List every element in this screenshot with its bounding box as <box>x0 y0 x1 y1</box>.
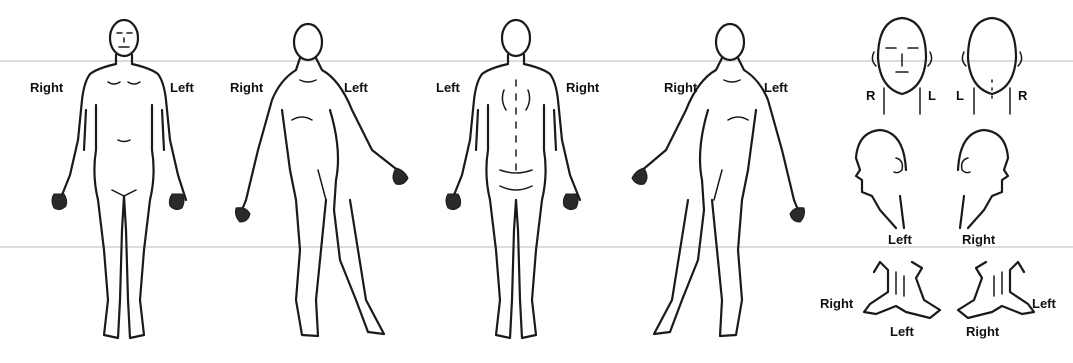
face-front-figure <box>872 18 931 114</box>
side2-right-label: Right <box>664 80 697 95</box>
front-body-details <box>108 82 140 196</box>
side1-head <box>294 24 322 60</box>
back-spine-details <box>500 80 532 190</box>
front-face <box>117 33 132 47</box>
side2-left-label: Left <box>764 80 788 95</box>
foot-2-details <box>994 272 1002 296</box>
head-left-ear <box>894 158 902 173</box>
foot-1-figure <box>864 262 940 318</box>
foot-2-figure <box>958 262 1034 318</box>
side1-hand-right <box>236 208 251 222</box>
back-hand-right <box>563 194 578 210</box>
face-front-r-label: R <box>866 88 875 103</box>
back-view-figure <box>446 20 580 338</box>
side2-hand-right <box>632 168 647 184</box>
head-left-profile-figure <box>856 130 906 228</box>
side2-body-details <box>714 80 748 200</box>
face-front-features <box>872 48 931 114</box>
front-hand-right <box>52 194 67 210</box>
head-right-outline <box>958 130 1008 228</box>
side2-hand-left <box>790 208 805 222</box>
head-right-profile-figure <box>958 130 1008 228</box>
foot1-left-label: Left <box>890 324 914 339</box>
foot2-right-label: Right <box>966 324 999 339</box>
foot2-left-label: Left <box>1032 296 1056 311</box>
face-back-figure <box>962 18 1021 114</box>
front-view-figure <box>52 20 186 338</box>
face-back-r-label: R <box>1018 88 1027 103</box>
foot-2-outline <box>958 262 1034 318</box>
side2-view-figure <box>632 24 805 336</box>
side2-head <box>716 24 744 60</box>
side2-body-outline <box>640 58 800 336</box>
front-hand-left <box>169 194 184 210</box>
front-right-label: Right <box>30 80 63 95</box>
side1-right-label: Right <box>230 80 263 95</box>
back-right-label: Right <box>566 80 599 95</box>
head-left-label: Left <box>888 232 912 247</box>
back-hand-left <box>446 194 461 210</box>
side1-body-details <box>292 80 326 200</box>
head-left-outline <box>856 130 906 228</box>
front-left-label: Left <box>170 80 194 95</box>
face-back-features <box>962 52 1021 114</box>
foot-1-outline <box>864 262 940 318</box>
foot-1-details <box>896 272 904 296</box>
side1-left-label: Left <box>344 80 368 95</box>
face-front-l-label: L <box>928 88 936 103</box>
head-right-label: Right <box>962 232 995 247</box>
front-body-outline <box>60 55 186 338</box>
face-back-l-label: L <box>956 88 964 103</box>
back-head <box>502 20 530 56</box>
side1-body-outline <box>240 58 400 336</box>
side1-view-figure <box>236 24 409 336</box>
back-left-label: Left <box>436 80 460 95</box>
side1-hand-left <box>393 168 408 184</box>
foot1-right-label: Right <box>820 296 853 311</box>
head-right-ear <box>962 158 970 173</box>
